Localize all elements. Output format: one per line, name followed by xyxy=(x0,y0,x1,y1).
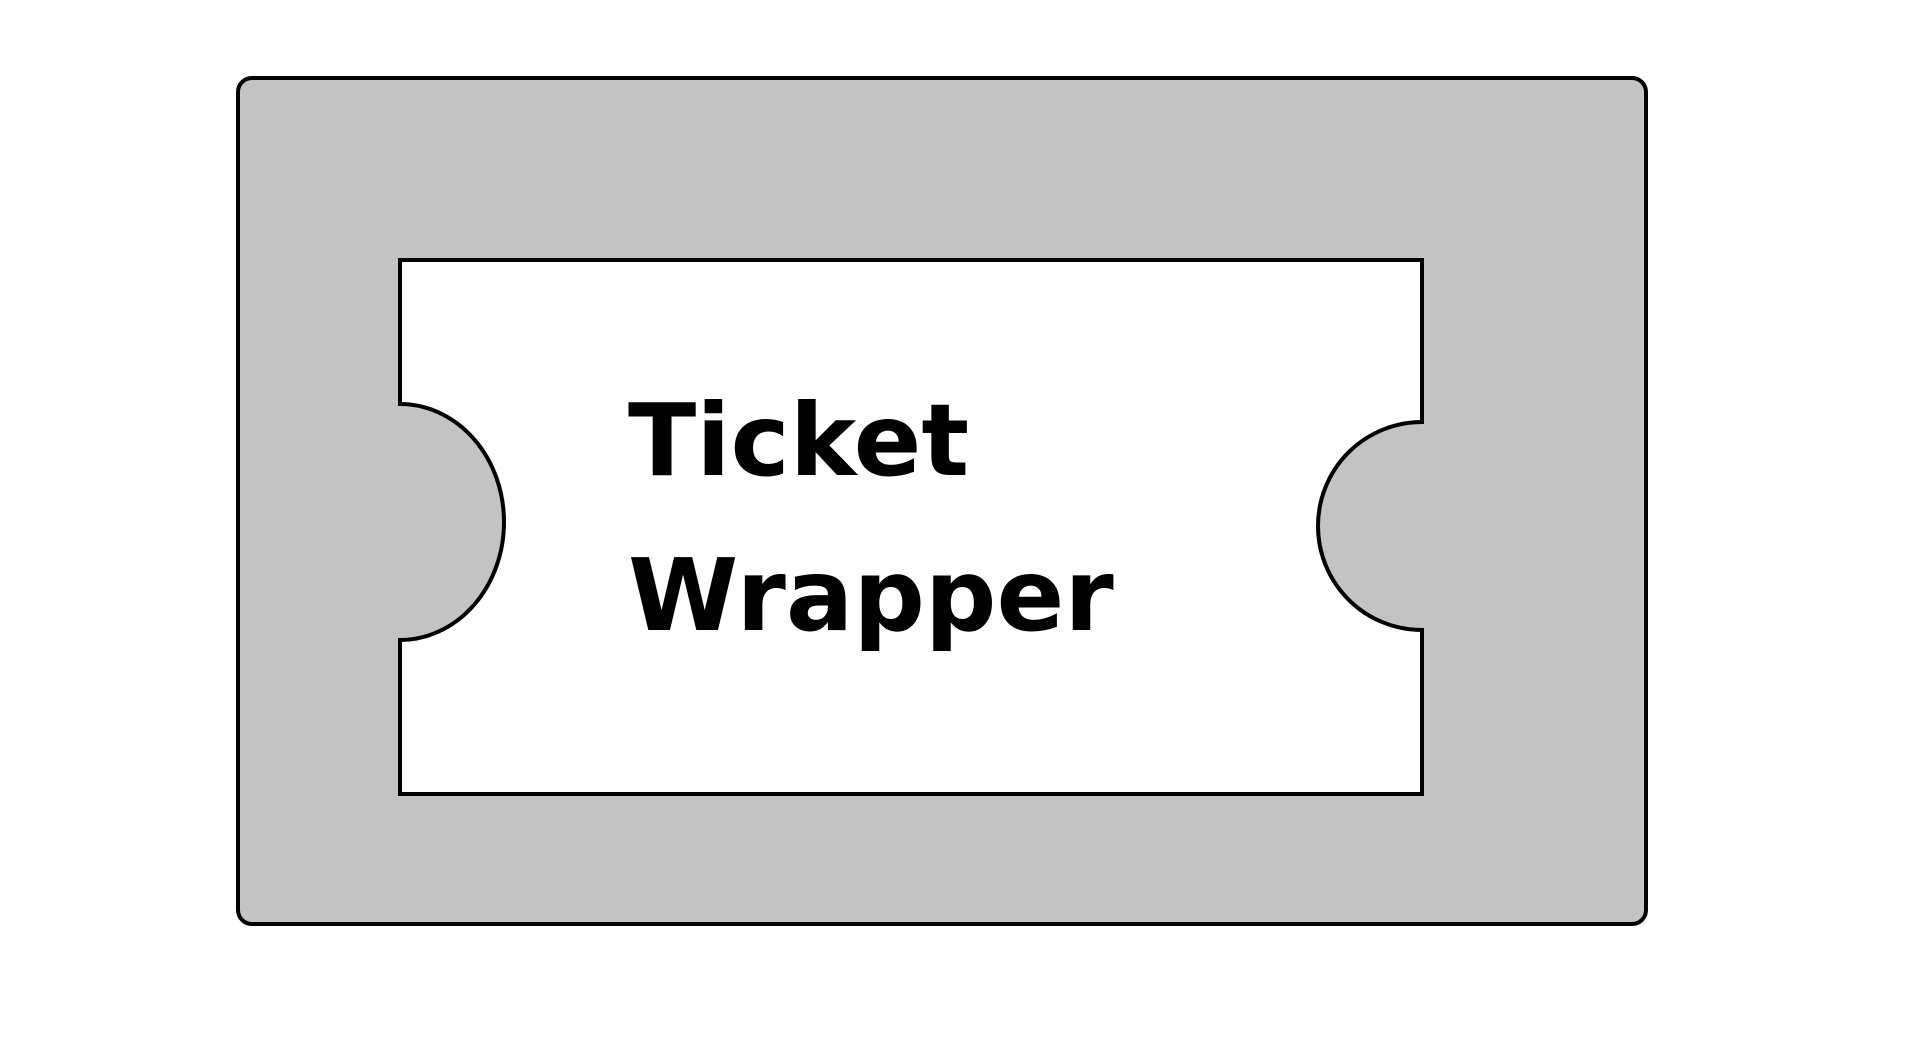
ticket-label-line2: Wrapper xyxy=(628,537,1114,654)
ticket-label-line1: Ticket xyxy=(628,382,969,499)
ticket-shape xyxy=(398,258,1424,796)
